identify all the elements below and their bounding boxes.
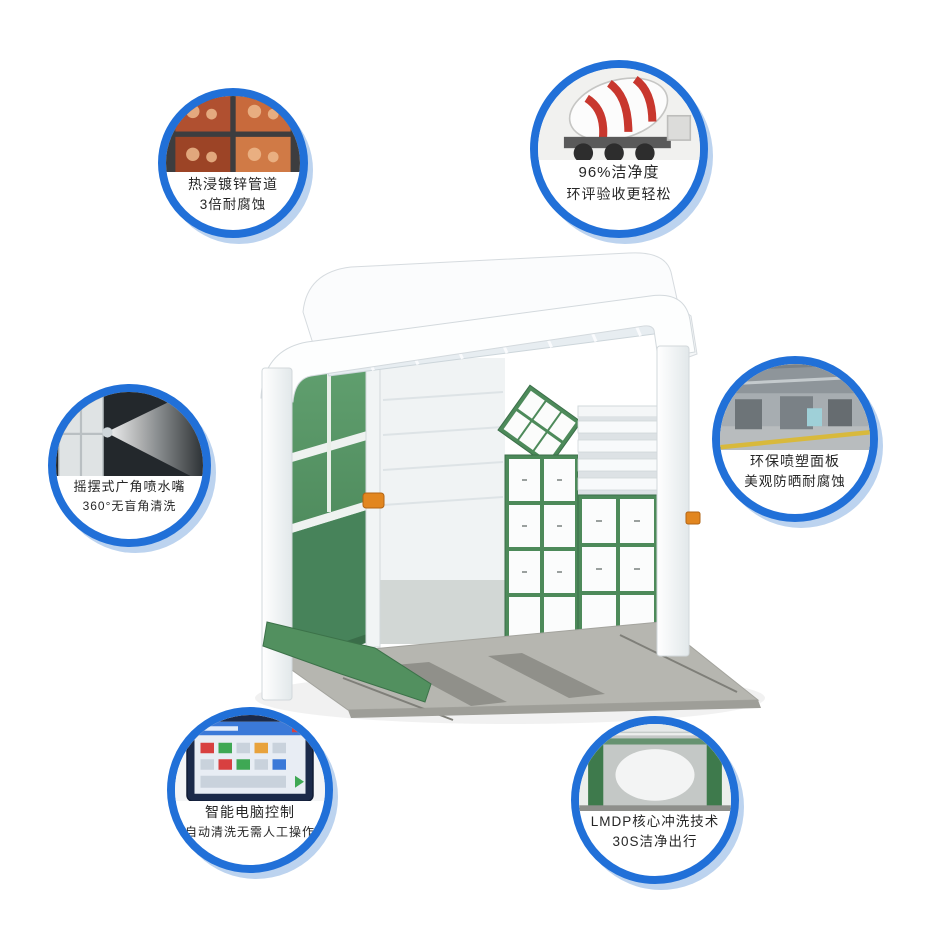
feature-subtitle: 自动清洗无需人工操作 (184, 825, 315, 839)
spray-nozzle-photo (56, 392, 203, 476)
feature-title: 96%洁净度 (578, 163, 660, 181)
warning-light-left (362, 492, 385, 509)
control-screen-photo (175, 715, 325, 801)
mixer-truck-photo (538, 68, 700, 161)
warning-light-right (685, 511, 701, 525)
green-skirt-ramp (262, 621, 432, 703)
feature-title: 智能电脑控制 (205, 804, 295, 820)
right-cabinet-wall (577, 405, 659, 644)
front-portal-beam (260, 294, 696, 403)
roof-slab (302, 252, 680, 351)
wash-machine-illustration (245, 250, 785, 730)
galvanized-pipes-photo (166, 96, 300, 173)
left-green-wall (291, 337, 368, 669)
feature-title: LMDP核心冲洗技术 (590, 814, 720, 830)
feature-subtitle: 30S洁净出行 (612, 834, 698, 850)
feature-badge-spray-nozzle: 摇摆式广角喷水嘴 360°无盲角清洗 (48, 384, 211, 547)
tunnel-interior (379, 358, 505, 644)
mid-post (365, 334, 381, 648)
feature-subtitle: 环评验收更轻松 (566, 186, 672, 203)
angled-door-panel (497, 384, 582, 468)
right-front-post (656, 345, 690, 657)
feature-badge-lmdp-wash: LMDP核心冲洗技术 30S洁净出行 (571, 716, 739, 884)
feature-subtitle: 3倍耐腐蚀 (199, 196, 267, 212)
feature-badge-coated-panel: 环保喷塑面板 美观防晒耐腐蚀 (712, 356, 878, 522)
center-cabinet-column (504, 454, 579, 646)
feature-badge-cleanliness: 96%洁净度 环评验收更轻松 (530, 60, 708, 238)
feature-subtitle: 美观防晒耐腐蚀 (744, 474, 846, 489)
gantry-wash-machine-graphic (255, 252, 765, 724)
feature-title: 热浸镀锌管道 (188, 175, 278, 192)
feature-subtitle: 360°无盲角清洗 (82, 498, 177, 513)
left-front-post (261, 367, 293, 701)
feature-badge-galvanized-pipe: 热浸镀锌管道 3倍耐腐蚀 (158, 88, 308, 238)
wash-gantry-photo (579, 724, 731, 811)
feature-badge-smart-control: 智能电脑控制 自动清洗无需人工操作 (167, 707, 333, 873)
feature-title: 摇摆式广角喷水嘴 (73, 479, 186, 495)
workshop-photo (720, 364, 870, 450)
feature-title: 环保喷塑面板 (750, 453, 840, 469)
